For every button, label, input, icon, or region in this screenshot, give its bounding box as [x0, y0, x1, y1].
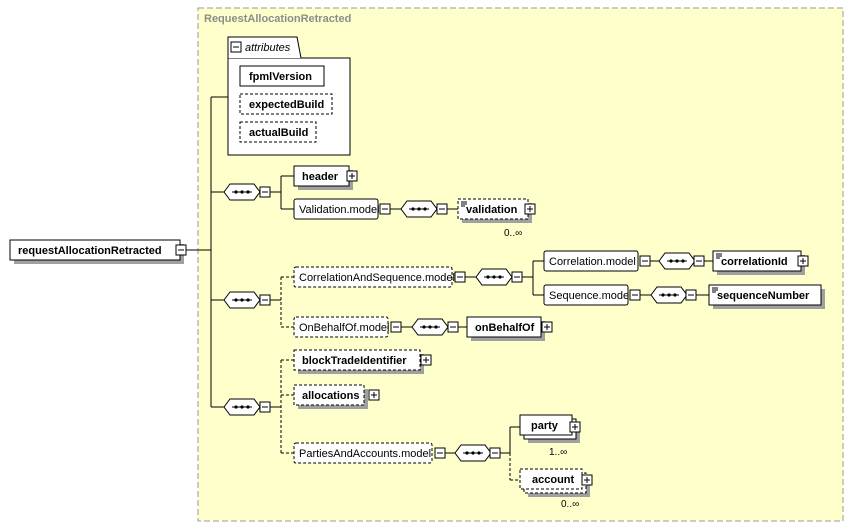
sequence-compositor-1[interactable]: [223, 183, 261, 201]
validation-sequence-collapse-icon[interactable]: [436, 203, 448, 215]
svg-text:Sequence.model: Sequence.model: [549, 290, 632, 302]
svg-text:requestAllocationRetracted: requestAllocationRetracted: [18, 245, 162, 257]
element-validation[interactable]: validation: [457, 198, 532, 223]
on-behalf-of-model-group[interactable]: OnBehalfOf.model: [293, 316, 390, 338]
svg-text:account: account: [532, 474, 575, 486]
svg-text:CorrelationAndSequence.model: CorrelationAndSequence.model: [299, 272, 455, 284]
sequence-compositor-on-behalf-of[interactable]: [411, 318, 449, 336]
attribute-expectedbuild[interactable]: expectedBuild: [239, 93, 333, 115]
element-on-behalf-of[interactable]: onBehalfOf: [466, 316, 545, 341]
sequence-compositor-sequence-model[interactable]: [650, 286, 688, 304]
simple-content-icon: [461, 201, 467, 207]
svg-text:Validation.model: Validation.model: [299, 204, 380, 216]
simple-content-icon: [712, 287, 718, 293]
correlation-model-group[interactable]: Correlation.model: [543, 250, 639, 272]
on-behalf-of-seq-collapse-icon[interactable]: [447, 321, 459, 333]
svg-text:validation: validation: [466, 204, 518, 216]
root-collapse-icon[interactable]: [175, 244, 187, 256]
party-cardinality: 1..∞: [549, 447, 567, 458]
sequence-2-collapse-icon[interactable]: [259, 294, 271, 306]
sequence-compositor-validation[interactable]: [400, 200, 438, 218]
sequence-compositor-3[interactable]: [223, 398, 261, 416]
element-header[interactable]: header: [293, 165, 353, 190]
svg-text:actualBuild: actualBuild: [249, 127, 308, 139]
svg-text:allocations: allocations: [302, 390, 359, 402]
attributes-tab: [227, 36, 302, 59]
svg-text:OnBehalfOf.model: OnBehalfOf.model: [299, 322, 390, 334]
account-cardinality: 0..∞: [561, 499, 579, 510]
validation-cardinality: 0..∞: [504, 228, 522, 239]
svg-text:onBehalfOf: onBehalfOf: [475, 322, 535, 334]
correlation-and-sequence-collapse-icon[interactable]: [454, 271, 466, 283]
svg-text:fpmlVersion: fpmlVersion: [249, 71, 312, 83]
correlation-model-collapse-icon[interactable]: [639, 255, 651, 267]
sequence-compositor-correlation[interactable]: [658, 252, 696, 270]
attribute-actualbuild[interactable]: actualBuild: [239, 121, 317, 143]
allocations-expand-icon[interactable]: [368, 389, 380, 401]
on-behalf-of-expand-icon[interactable]: [541, 321, 553, 333]
header-expand-icon[interactable]: [346, 170, 358, 182]
sequence-compositor-correlation-and-sequence[interactable]: [475, 268, 513, 286]
sequence-model-group[interactable]: Sequence.model: [543, 284, 632, 306]
sequence-model-seq-collapse-icon[interactable]: [685, 289, 697, 301]
correlation-seq-collapse-icon[interactable]: [693, 255, 705, 267]
svg-text:header: header: [302, 171, 339, 183]
account-expand-icon[interactable]: [581, 474, 593, 486]
sequence-model-collapse-icon[interactable]: [629, 289, 641, 301]
party-expand-icon[interactable]: [569, 421, 581, 433]
validation-expand-icon[interactable]: [524, 203, 536, 215]
on-behalf-of-model-collapse-icon[interactable]: [390, 321, 402, 333]
attributes-collapse-icon[interactable]: [230, 41, 242, 53]
correlation-id-expand-icon[interactable]: [797, 255, 809, 267]
svg-text:PartiesAndAccounts.model: PartiesAndAccounts.model: [299, 448, 431, 460]
attribute-fpmlversion[interactable]: fpmlVersion: [239, 65, 325, 87]
simple-content-icon: [716, 253, 722, 259]
svg-text:expectedBuild: expectedBuild: [249, 99, 324, 111]
sequence-1-collapse-icon[interactable]: [259, 186, 271, 198]
sequence-compositor-parties-and-accounts[interactable]: [454, 444, 492, 462]
element-block-trade-identifier[interactable]: blockTradeIdentifier: [293, 349, 424, 374]
element-correlation-id[interactable]: correlationId: [712, 250, 805, 275]
parties-and-accounts-collapse-icon[interactable]: [434, 447, 446, 459]
group-title: RequestAllocationRetracted: [204, 13, 351, 25]
root-element[interactable]: requestAllocationRetracted: [9, 239, 184, 264]
attributes-label: attributes: [245, 42, 291, 54]
validation-model-group[interactable]: Validation.model: [293, 198, 380, 220]
element-account[interactable]: account: [519, 468, 590, 497]
svg-text:party: party: [531, 420, 559, 432]
correlation-and-sequence-seq-collapse-icon[interactable]: [511, 271, 523, 283]
parties-and-accounts-model-group[interactable]: PartiesAndAccounts.model: [293, 442, 433, 464]
svg-text:sequenceNumber: sequenceNumber: [717, 290, 810, 302]
validation-model-collapse-icon[interactable]: [379, 203, 391, 215]
element-allocations[interactable]: allocations: [293, 384, 368, 409]
svg-text:Correlation.model: Correlation.model: [549, 256, 636, 268]
element-party[interactable]: party: [519, 414, 580, 443]
sequence-compositor-2[interactable]: [223, 291, 261, 309]
parties-and-accounts-seq-collapse-icon[interactable]: [489, 447, 501, 459]
svg-text:blockTradeIdentifier: blockTradeIdentifier: [302, 355, 407, 367]
sequence-3-collapse-icon[interactable]: [259, 401, 271, 413]
element-sequence-number[interactable]: sequenceNumber: [708, 284, 825, 309]
correlation-and-sequence-model-group[interactable]: CorrelationAndSequence.model: [293, 266, 455, 288]
svg-text:correlationId: correlationId: [721, 256, 788, 268]
block-trade-identifier-expand-icon[interactable]: [420, 354, 432, 366]
